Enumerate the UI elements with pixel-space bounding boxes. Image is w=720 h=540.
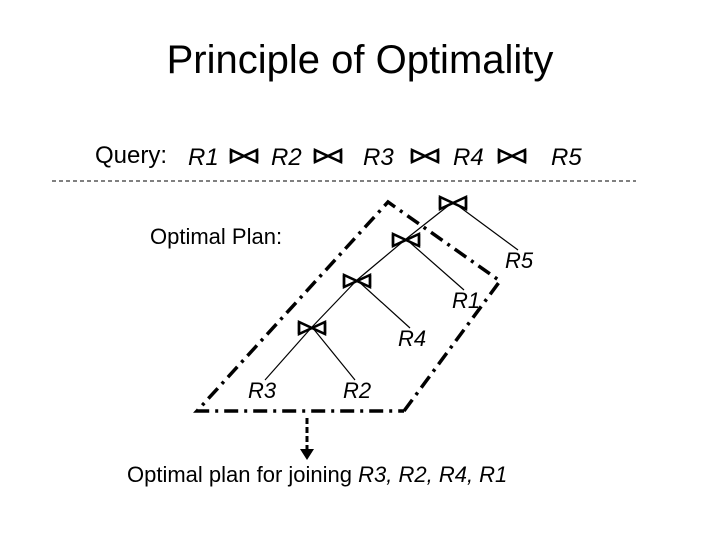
plan-join-root-icon: [438, 195, 468, 211]
plan-join-icon: [297, 320, 327, 336]
query-relation-r1: R1: [188, 144, 219, 171]
join-symbol-icon: [313, 148, 343, 164]
plan-leaf-r5: R5: [505, 248, 534, 273]
join-symbol-icon: [410, 148, 440, 164]
query-relation-r3: R3: [363, 144, 394, 171]
plan-leaf-r4: R4: [398, 326, 427, 351]
plan-leaf-r2: R2: [343, 378, 372, 403]
arrow-down-icon: [300, 449, 314, 460]
query-relation-r5: R5: [551, 144, 582, 171]
caption-relations: R3, R2, R4, R1: [358, 462, 508, 487]
query-relation-r4: R4: [453, 144, 484, 171]
join-symbol-icon: [229, 148, 259, 164]
slide-title: Principle of Optimality: [166, 38, 554, 82]
plan-tree-edges: [264, 201, 519, 381]
query-relation-r2: R2: [271, 144, 302, 171]
caption-prefix: Optimal plan for joining: [127, 462, 359, 487]
query-label: Query:: [95, 142, 168, 169]
caption: Optimal plan for joining R3, R2, R4, R1: [127, 464, 507, 486]
plan-leaf-r3: R3: [248, 378, 277, 403]
optimal-plan-label: Optimal Plan:: [150, 224, 283, 249]
join-symbol-icon: [497, 148, 527, 164]
plan-join-icon: [342, 273, 372, 289]
subplan-outline: [193, 199, 503, 413]
plan-join-icon: [391, 232, 421, 248]
plan-leaf-r1: R1: [452, 288, 481, 313]
